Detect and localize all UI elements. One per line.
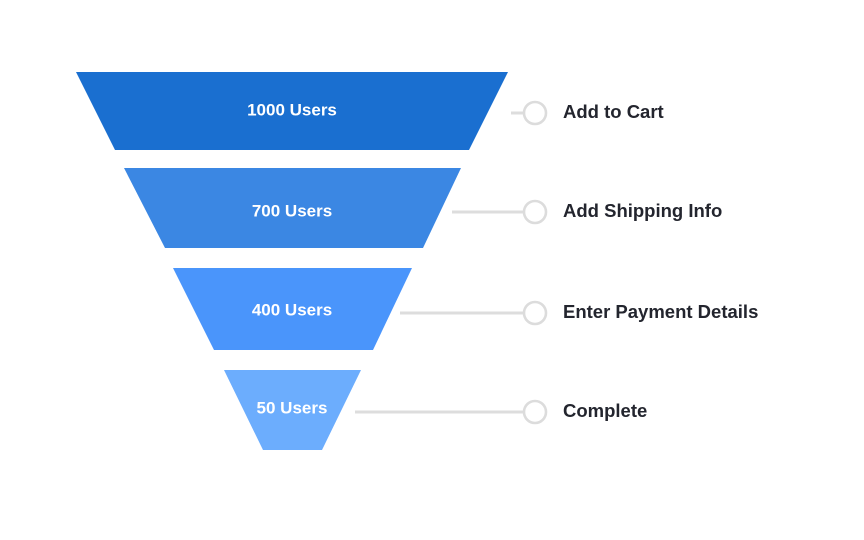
funnel-stage-label: Add Shipping Info [563,200,722,221]
funnel-segment-complete[interactable]: 50 Users Complete [224,370,647,450]
funnel-stage-label: Add to Cart [563,101,664,122]
funnel-segment-enter-payment-details[interactable]: 400 Users Enter Payment Details [173,268,758,350]
funnel-segment-shape[interactable] [124,168,461,248]
funnel-segment-shape[interactable] [224,370,361,450]
funnel-stage-label: Enter Payment Details [563,301,758,322]
funnel-segment-add-shipping-info[interactable]: 700 Users Add Shipping Info [124,168,722,248]
connector-ring-icon [522,100,548,126]
funnel-segment-shape[interactable] [173,268,412,350]
funnel-segment-add-to-cart[interactable]: 1000 Users Add to Cart [76,72,664,150]
connector-ring-icon [522,399,548,425]
funnel-segment-value: 700 Users [252,201,332,220]
connector-ring-icon [522,199,548,225]
funnel-stage-label: Complete [563,400,647,421]
funnel-segment-value: 1000 Users [247,100,337,119]
funnel-segment-shape[interactable] [76,72,508,150]
funnel-segment-value: 400 Users [252,300,332,319]
funnel-segment-value: 50 Users [257,398,328,417]
connector-ring-icon [522,300,548,326]
